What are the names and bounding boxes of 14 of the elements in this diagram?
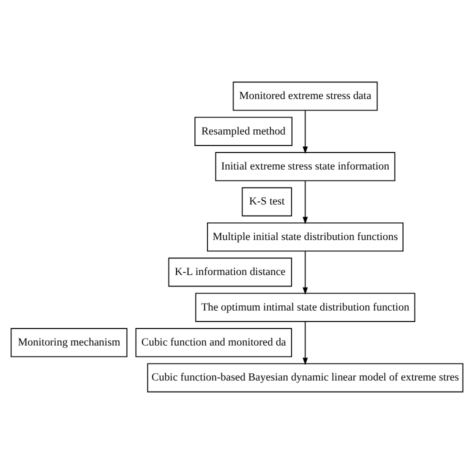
arrow: [302, 250, 308, 295]
arrow: [302, 180, 308, 224]
arrow: [302, 321, 308, 366]
node-box: Resampled method: [194, 116, 292, 146]
node-box: K-L information distance: [168, 258, 292, 287]
node-box: The optimum intimal state distribution function: [195, 292, 416, 322]
node-box: Cubic function-based Bayesian dynamic linear model of extreme stres: [147, 363, 464, 392]
node-box: K-S test: [242, 187, 292, 216]
arrow: [302, 110, 308, 154]
node-box: Monitoring mechanism: [10, 328, 128, 358]
node-box: Monitored extreme stress data: [232, 82, 378, 111]
node-box: Multiple initial state distribution functions: [207, 222, 404, 252]
node-box: Cubic function and monitored da: [135, 328, 292, 358]
node-box: Initial extreme stress state information: [215, 152, 396, 182]
